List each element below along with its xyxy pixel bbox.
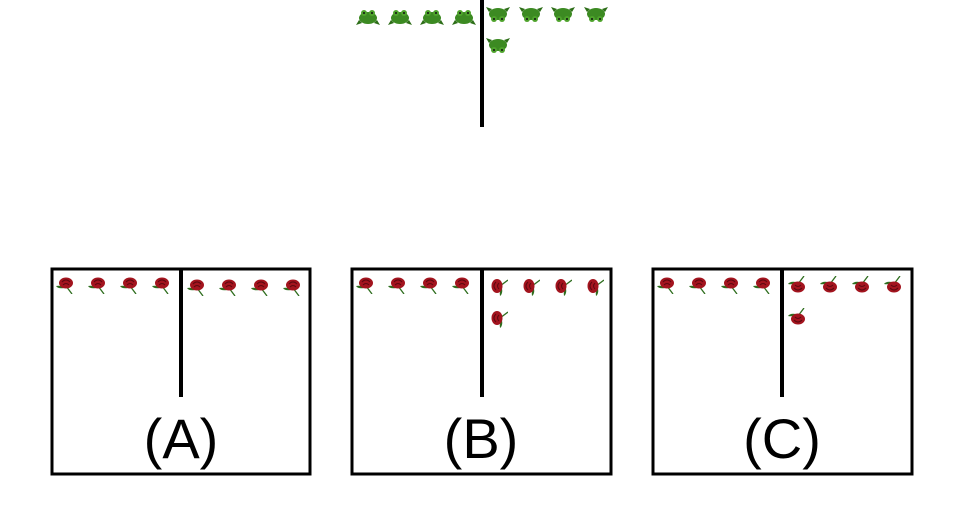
option-b[interactable]: (B) [350,267,613,476]
frog-icon [486,7,510,22]
frog-icon [356,10,380,25]
frog-icon [388,10,412,25]
option-c-items [656,269,902,397]
option-b-items [355,269,604,397]
frog-icon [420,10,444,25]
option-a[interactable]: (A) [50,267,312,476]
option-c-label: (C) [743,407,821,470]
option-c[interactable]: (C) [651,267,914,476]
question-panel [356,0,608,127]
option-a-label: (A) [144,407,219,470]
options-panel: (A) (B) (C) [50,267,914,476]
frog-icon [519,7,543,22]
frog-icon [551,7,575,22]
frog-icon [584,7,608,22]
option-b-label: (B) [444,407,519,470]
option-a-items [55,269,301,397]
frog-icon [486,38,510,53]
frog-icon [452,10,476,25]
